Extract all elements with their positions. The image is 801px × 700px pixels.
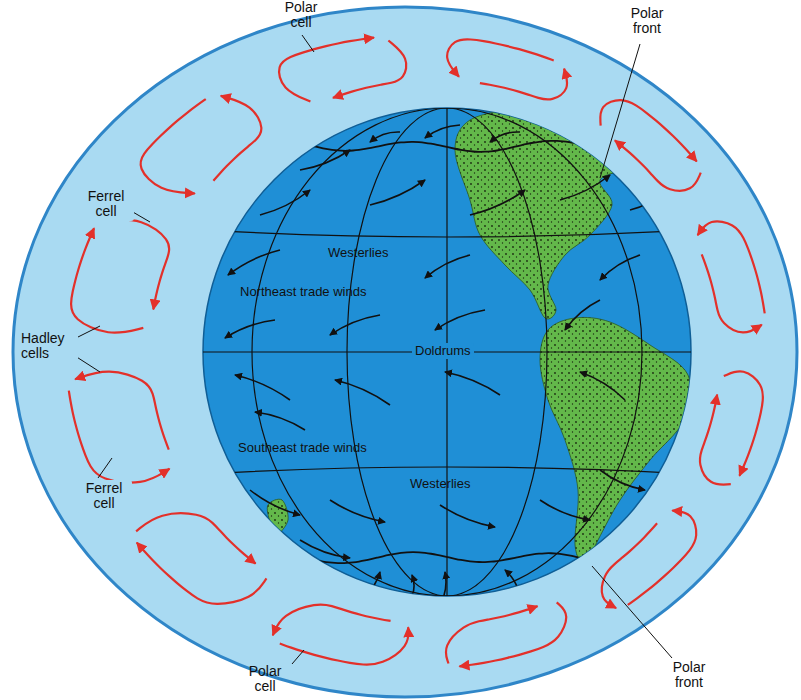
circulation-arrow: [602, 523, 657, 608]
circulation-arrow: [700, 395, 731, 485]
circulation-arrow: [71, 228, 143, 332]
leader-line: [292, 650, 304, 664]
wind-arrow: [425, 255, 470, 278]
circulation-arrow: [75, 372, 169, 450]
continent: [540, 317, 691, 565]
wind-arrow: [435, 310, 485, 330]
circulation-arrow: [459, 602, 566, 666]
cell-label: Ferrel cell: [78, 188, 134, 221]
circulation-arrow: [724, 371, 763, 475]
wind-arrow: [560, 175, 610, 200]
latitude-line: [203, 230, 691, 237]
wind-arrow: [300, 540, 350, 558]
circulation-arrow: [702, 254, 762, 332]
zone-label: Doldrums: [412, 343, 474, 359]
wind-arrow: [225, 320, 275, 338]
leader-line: [592, 566, 672, 658]
wind-arrow: [630, 190, 665, 210]
wind-arrow: [410, 575, 414, 600]
wind-label: Northeast trade winds: [240, 285, 366, 299]
circulation-arrow: [447, 39, 554, 76]
front-label: Polar front: [664, 660, 714, 691]
wind-arrow: [505, 570, 520, 598]
circulation-arrow: [333, 41, 406, 98]
wind-label: Westerlies: [328, 246, 388, 260]
cell-label: Ferrel cell: [76, 480, 132, 513]
polar-front-line: [203, 552, 689, 567]
wind-arrow: [600, 470, 645, 490]
circulation-arrow: [279, 38, 374, 102]
circulation-arrow: [600, 100, 696, 161]
circulation-arrow: [615, 140, 701, 190]
circulation-arrow: [698, 221, 765, 313]
wind-arrow: [565, 300, 600, 330]
circulation-arrow: [137, 543, 267, 604]
earth-globe: [203, 104, 691, 605]
leader-line: [98, 458, 112, 478]
cell-label: Hadley cells: [18, 330, 78, 363]
continent-texture: [267, 499, 288, 535]
wind-arrow: [490, 132, 520, 142]
circulation-arrow: [136, 513, 255, 563]
wind-label: Westerlies: [410, 477, 470, 491]
wind-arrow: [600, 255, 640, 280]
circulation-arrow: [628, 510, 697, 604]
cell-label: Polar cell: [276, 0, 326, 31]
continent: [267, 499, 288, 535]
circulation-arrow: [106, 219, 169, 309]
cell-label: Polar cell: [240, 664, 290, 695]
leader-line: [302, 35, 314, 52]
circulation-arrow: [280, 627, 409, 664]
atmosphere-ring: [13, 7, 797, 697]
wind-arrow: [235, 375, 290, 400]
wind-arrow: [370, 180, 425, 205]
circulation-cells: [69, 38, 765, 667]
wind-arrow: [370, 132, 400, 142]
circulation-arrow: [213, 96, 261, 181]
circulation-arrow: [273, 605, 391, 636]
leader-line: [600, 44, 640, 178]
wind-arrow: [440, 505, 495, 527]
continent-texture: [540, 317, 691, 565]
front-label: Polar front: [622, 6, 672, 37]
wind-arrow: [425, 125, 460, 138]
circulation-arrow: [480, 69, 567, 100]
wind-arrow: [250, 490, 300, 515]
latitude-line: [203, 467, 691, 474]
wind-arrow: [260, 190, 310, 215]
wind-arrow: [360, 572, 380, 600]
polar-front-line: [203, 136, 689, 151]
wind-arrow: [228, 250, 280, 275]
wind-arrow: [330, 315, 380, 335]
wind-arrow: [330, 500, 385, 522]
wind-arrow: [440, 572, 446, 605]
wind-arrow: [540, 500, 590, 520]
circulation-arrow: [141, 99, 206, 193]
wind-arrow: [255, 412, 305, 430]
wind-arrow: [470, 190, 525, 215]
wind-arrow: [580, 372, 625, 400]
wind-arrow: [445, 372, 500, 395]
circulation-arrow: [446, 606, 538, 663]
wind-arrow: [300, 150, 350, 170]
wind-label: Southeast trade winds: [238, 441, 367, 455]
wind-arrow: [335, 380, 390, 405]
